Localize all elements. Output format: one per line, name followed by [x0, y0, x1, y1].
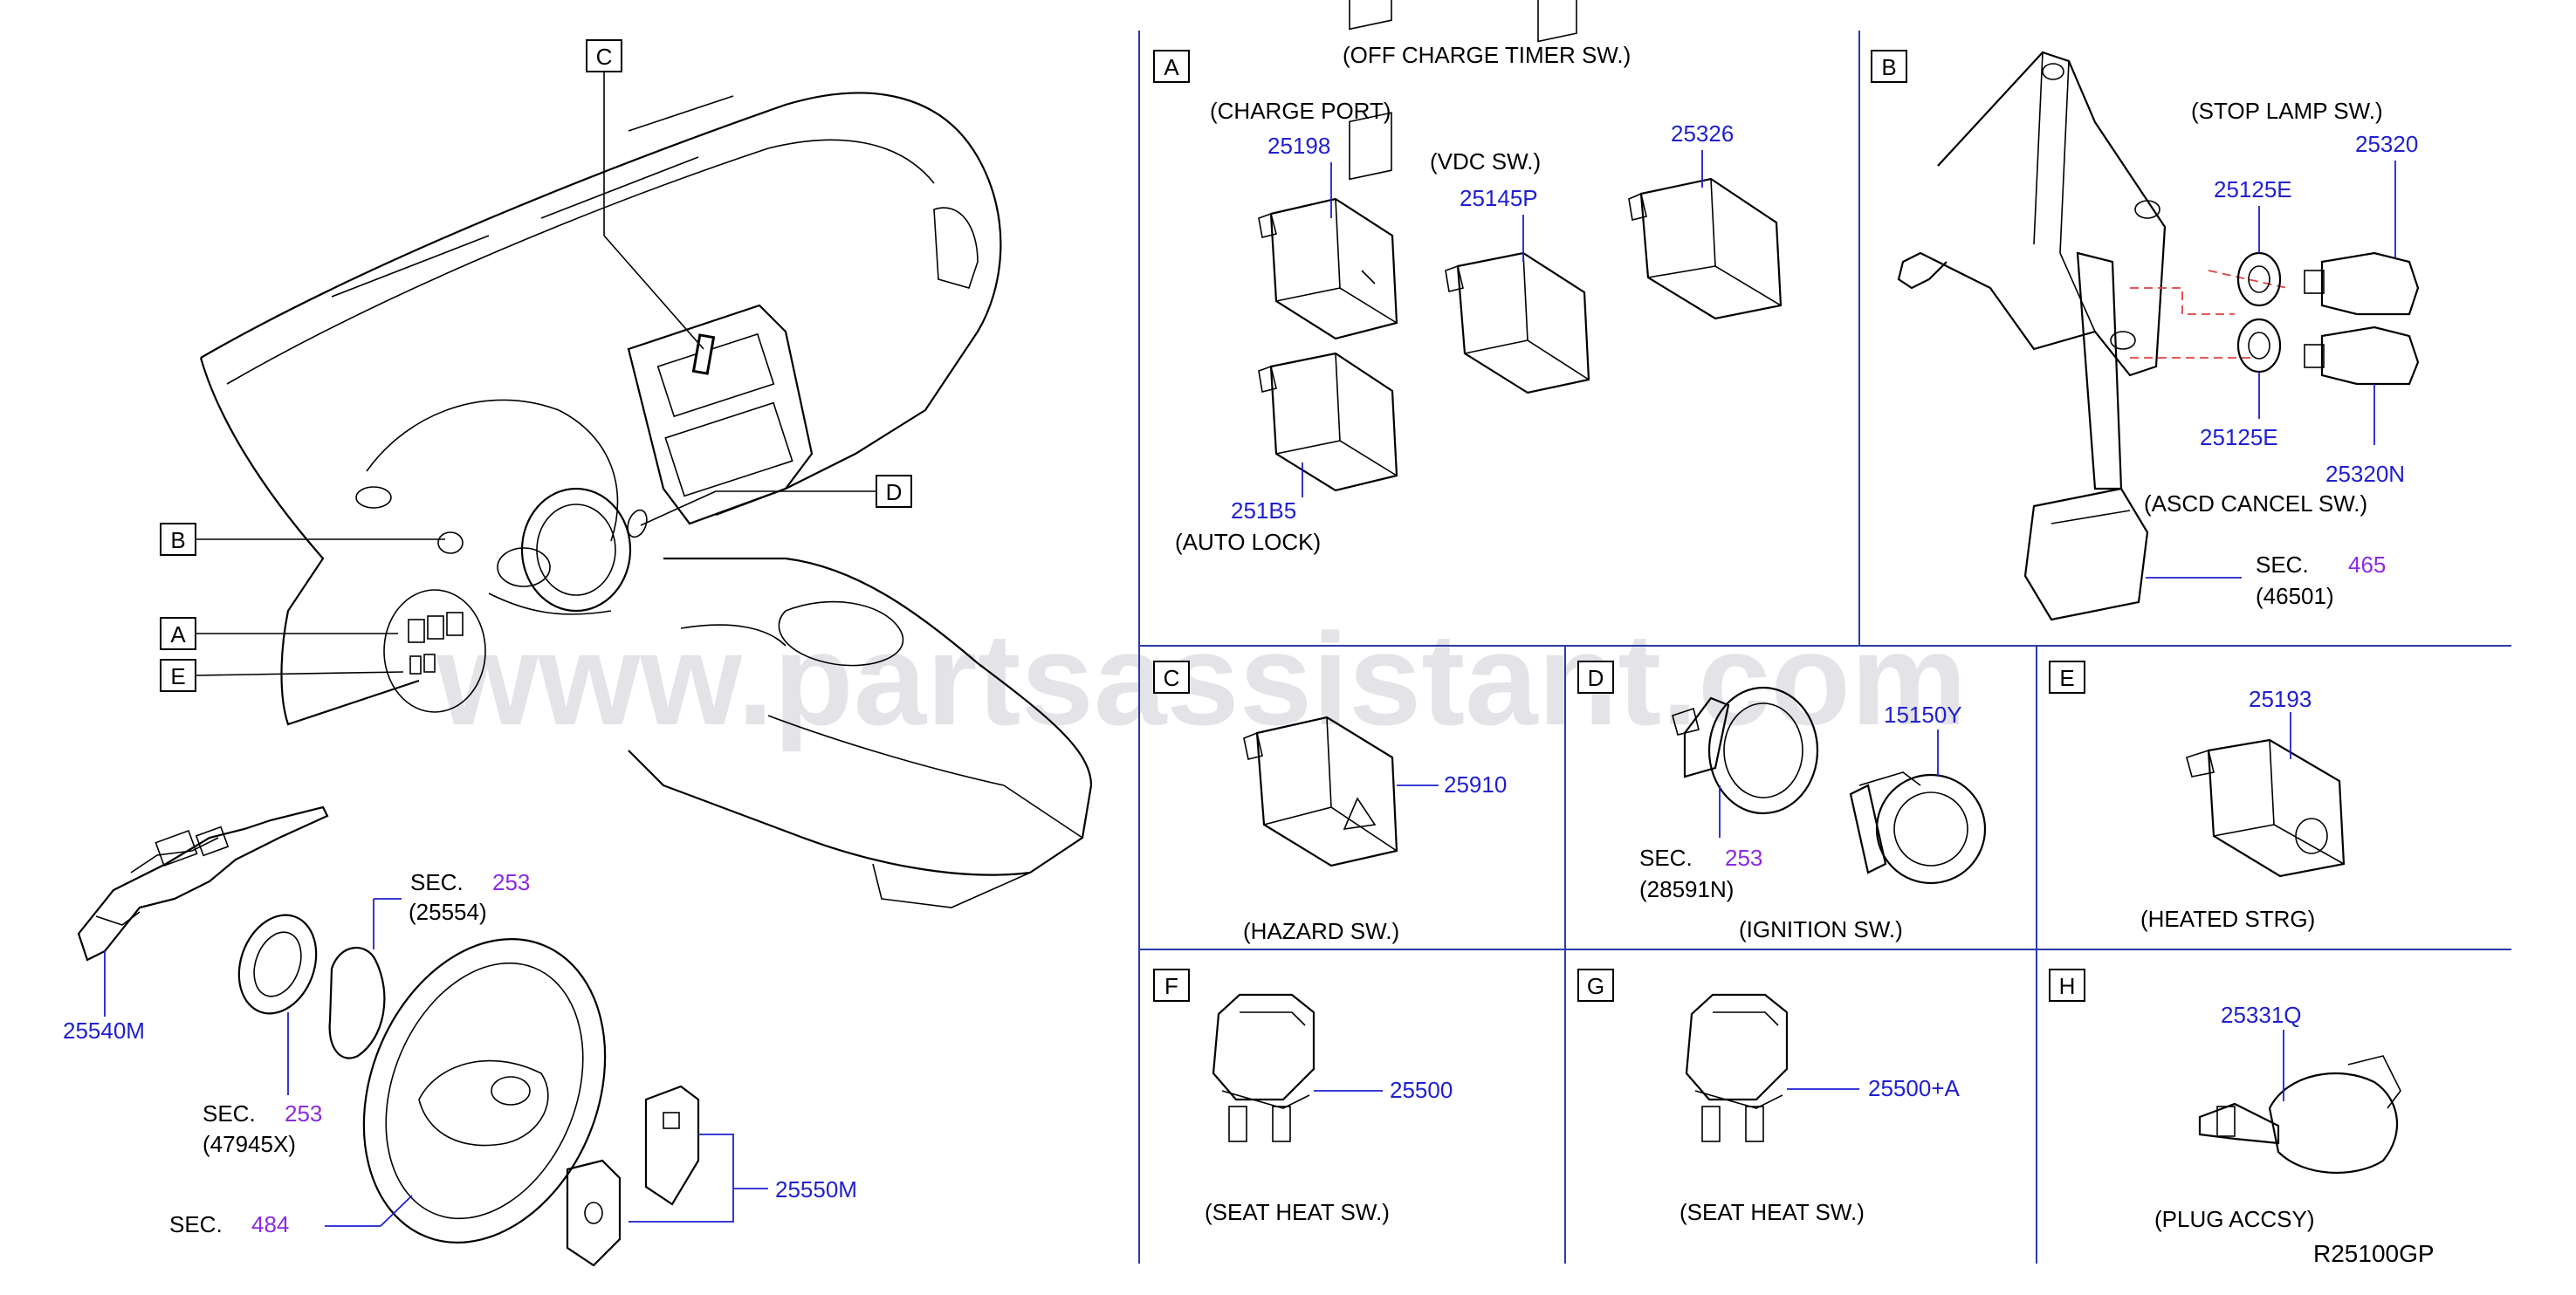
- seat-heat-switch-f-drawing: [1212, 993, 1315, 1142]
- stop-lamp-caption: (STOP LAMP SW.): [2191, 98, 2383, 124]
- panel-h-letter: H: [2049, 969, 2085, 1002]
- svg-text:D: D: [886, 479, 903, 505]
- part-25145P[interactable]: 25145P: [1460, 185, 1538, 211]
- sec-number-253-d[interactable]: 253: [1725, 845, 1762, 871]
- overview-label-e: E: [160, 659, 196, 692]
- panel-a-title: (OFF CHARGE TIMER SW.): [1343, 42, 1631, 68]
- panel-f-letter: F: [1153, 969, 1190, 1002]
- combination-switch-drawing: [77, 805, 329, 962]
- part-25326[interactable]: 25326: [1671, 120, 1734, 147]
- seat-heat-switch-g-drawing: [1685, 993, 1789, 1142]
- svg-text:E: E: [2059, 665, 2074, 691]
- part-25193[interactable]: 25193: [2249, 686, 2312, 712]
- svg-text:H: H: [2059, 973, 2076, 999]
- panel-d-letter: D: [1577, 661, 1614, 694]
- sec-sub-25554: (25554): [409, 899, 487, 925]
- svg-text:E: E: [170, 663, 185, 689]
- overview-label-c: C: [586, 39, 622, 72]
- sec-number-465[interactable]: 465: [2348, 552, 2386, 578]
- plug-accsy-caption: (PLUG ACCSY): [2154, 1206, 2315, 1232]
- part-25198[interactable]: 25198: [1267, 133, 1330, 159]
- part-25540M[interactable]: 25540M: [63, 1018, 145, 1044]
- plug-accessory-drawing: [2198, 1055, 2401, 1174]
- part-25125E-top[interactable]: 25125E: [2214, 176, 2292, 202]
- hazard-switch-drawing: [1243, 716, 1398, 867]
- sec-label-253-d: SEC.: [1639, 845, 1693, 871]
- sec-label-253-b: SEC.: [203, 1100, 256, 1127]
- svg-text:D: D: [1588, 665, 1604, 691]
- switch-25326-drawing: [1628, 177, 1783, 320]
- dashboard-overview: [195, 59, 1093, 908]
- panel-e-letter: E: [2049, 661, 2085, 694]
- sec-label-484: SEC.: [169, 1211, 223, 1237]
- switch-251B5-drawing: [1258, 112, 1398, 492]
- svg-text:A: A: [1164, 54, 1179, 80]
- part-25550M[interactable]: 25550M: [775, 1176, 857, 1202]
- steering-switch-drawing: [566, 1085, 700, 1267]
- panel-b-letter: B: [1871, 50, 1907, 83]
- sec-sub-46501: (46501): [2256, 583, 2334, 609]
- part-25320N[interactable]: 25320N: [2325, 461, 2405, 487]
- watermark: www.partsassistant.com: [436, 606, 1967, 752]
- svg-text:A: A: [170, 621, 186, 648]
- sec-number-253-a[interactable]: 253: [492, 869, 530, 895]
- charge-port-caption: (CHARGE PORT): [1210, 98, 1391, 124]
- panel-a-letter: A: [1153, 50, 1190, 83]
- sec-number-484[interactable]: 484: [251, 1211, 289, 1237]
- part-25125E-bottom[interactable]: 25125E: [2200, 424, 2278, 450]
- sec-sub-28591N: (28591N): [1639, 876, 1734, 902]
- heated-strg-caption: (HEATED STRG): [2140, 906, 2315, 932]
- svg-text:G: G: [1587, 973, 1604, 999]
- ascd-caption: (ASCD CANCEL SW.): [2144, 490, 2367, 517]
- svg-text:C: C: [596, 44, 613, 70]
- hazard-caption: (HAZARD SW.): [1243, 918, 1399, 944]
- sec-sub-47945X: (47945X): [203, 1131, 296, 1157]
- steering-wheel-drawing: [362, 938, 607, 1244]
- seat-heat-caption-g: (SEAT HEAT SW.): [1680, 1199, 1865, 1225]
- vdc-caption: (VDC SW.): [1430, 148, 1541, 175]
- part-251B5[interactable]: 251B5: [1231, 497, 1296, 524]
- overview-label-b: B: [160, 523, 196, 556]
- part-15150Y[interactable]: 15150Y: [1884, 702, 1962, 728]
- overview-label-d: D: [876, 475, 912, 508]
- seat-heat-caption-f: (SEAT HEAT SW.): [1205, 1199, 1390, 1225]
- sec-label-465: SEC.: [2256, 552, 2309, 578]
- svg-text:F: F: [1164, 973, 1178, 999]
- panel-c-letter: C: [1153, 661, 1190, 694]
- part-25320[interactable]: 25320: [2355, 131, 2418, 157]
- ignition-switch-drawing: [1672, 686, 1987, 885]
- stop-lamp-switch-drawing: [2236, 251, 2420, 386]
- svg-text:B: B: [170, 527, 185, 553]
- overview-label-a: A: [160, 617, 196, 650]
- part-25910[interactable]: 25910: [1444, 771, 1507, 798]
- sec-number-253-b[interactable]: 253: [285, 1100, 322, 1127]
- part-25500[interactable]: 25500: [1390, 1077, 1453, 1103]
- ignition-caption: (IGNITION SW.): [1739, 916, 1903, 942]
- heated-steering-switch-drawing: [2186, 738, 2346, 878]
- spiral-cable-drawing: [237, 914, 386, 1059]
- panel-grid: [1138, 31, 2511, 1264]
- svg-text:B: B: [1881, 54, 1896, 80]
- part-25500-plus-A[interactable]: 25500+A: [1868, 1075, 1960, 1101]
- part-25331Q[interactable]: 25331Q: [2221, 1002, 2302, 1028]
- switch-25198-drawing: [1258, 0, 1398, 340]
- auto-lock-caption: (AUTO LOCK): [1175, 529, 1321, 555]
- panel-g-letter: G: [1577, 969, 1614, 1002]
- drawing-reference: R25100GP: [2313, 1240, 2435, 1267]
- svg-text:C: C: [1164, 665, 1180, 691]
- pedal-bracket-drawing: [1897, 51, 2167, 621]
- sec-label-253-a: SEC.: [410, 869, 464, 895]
